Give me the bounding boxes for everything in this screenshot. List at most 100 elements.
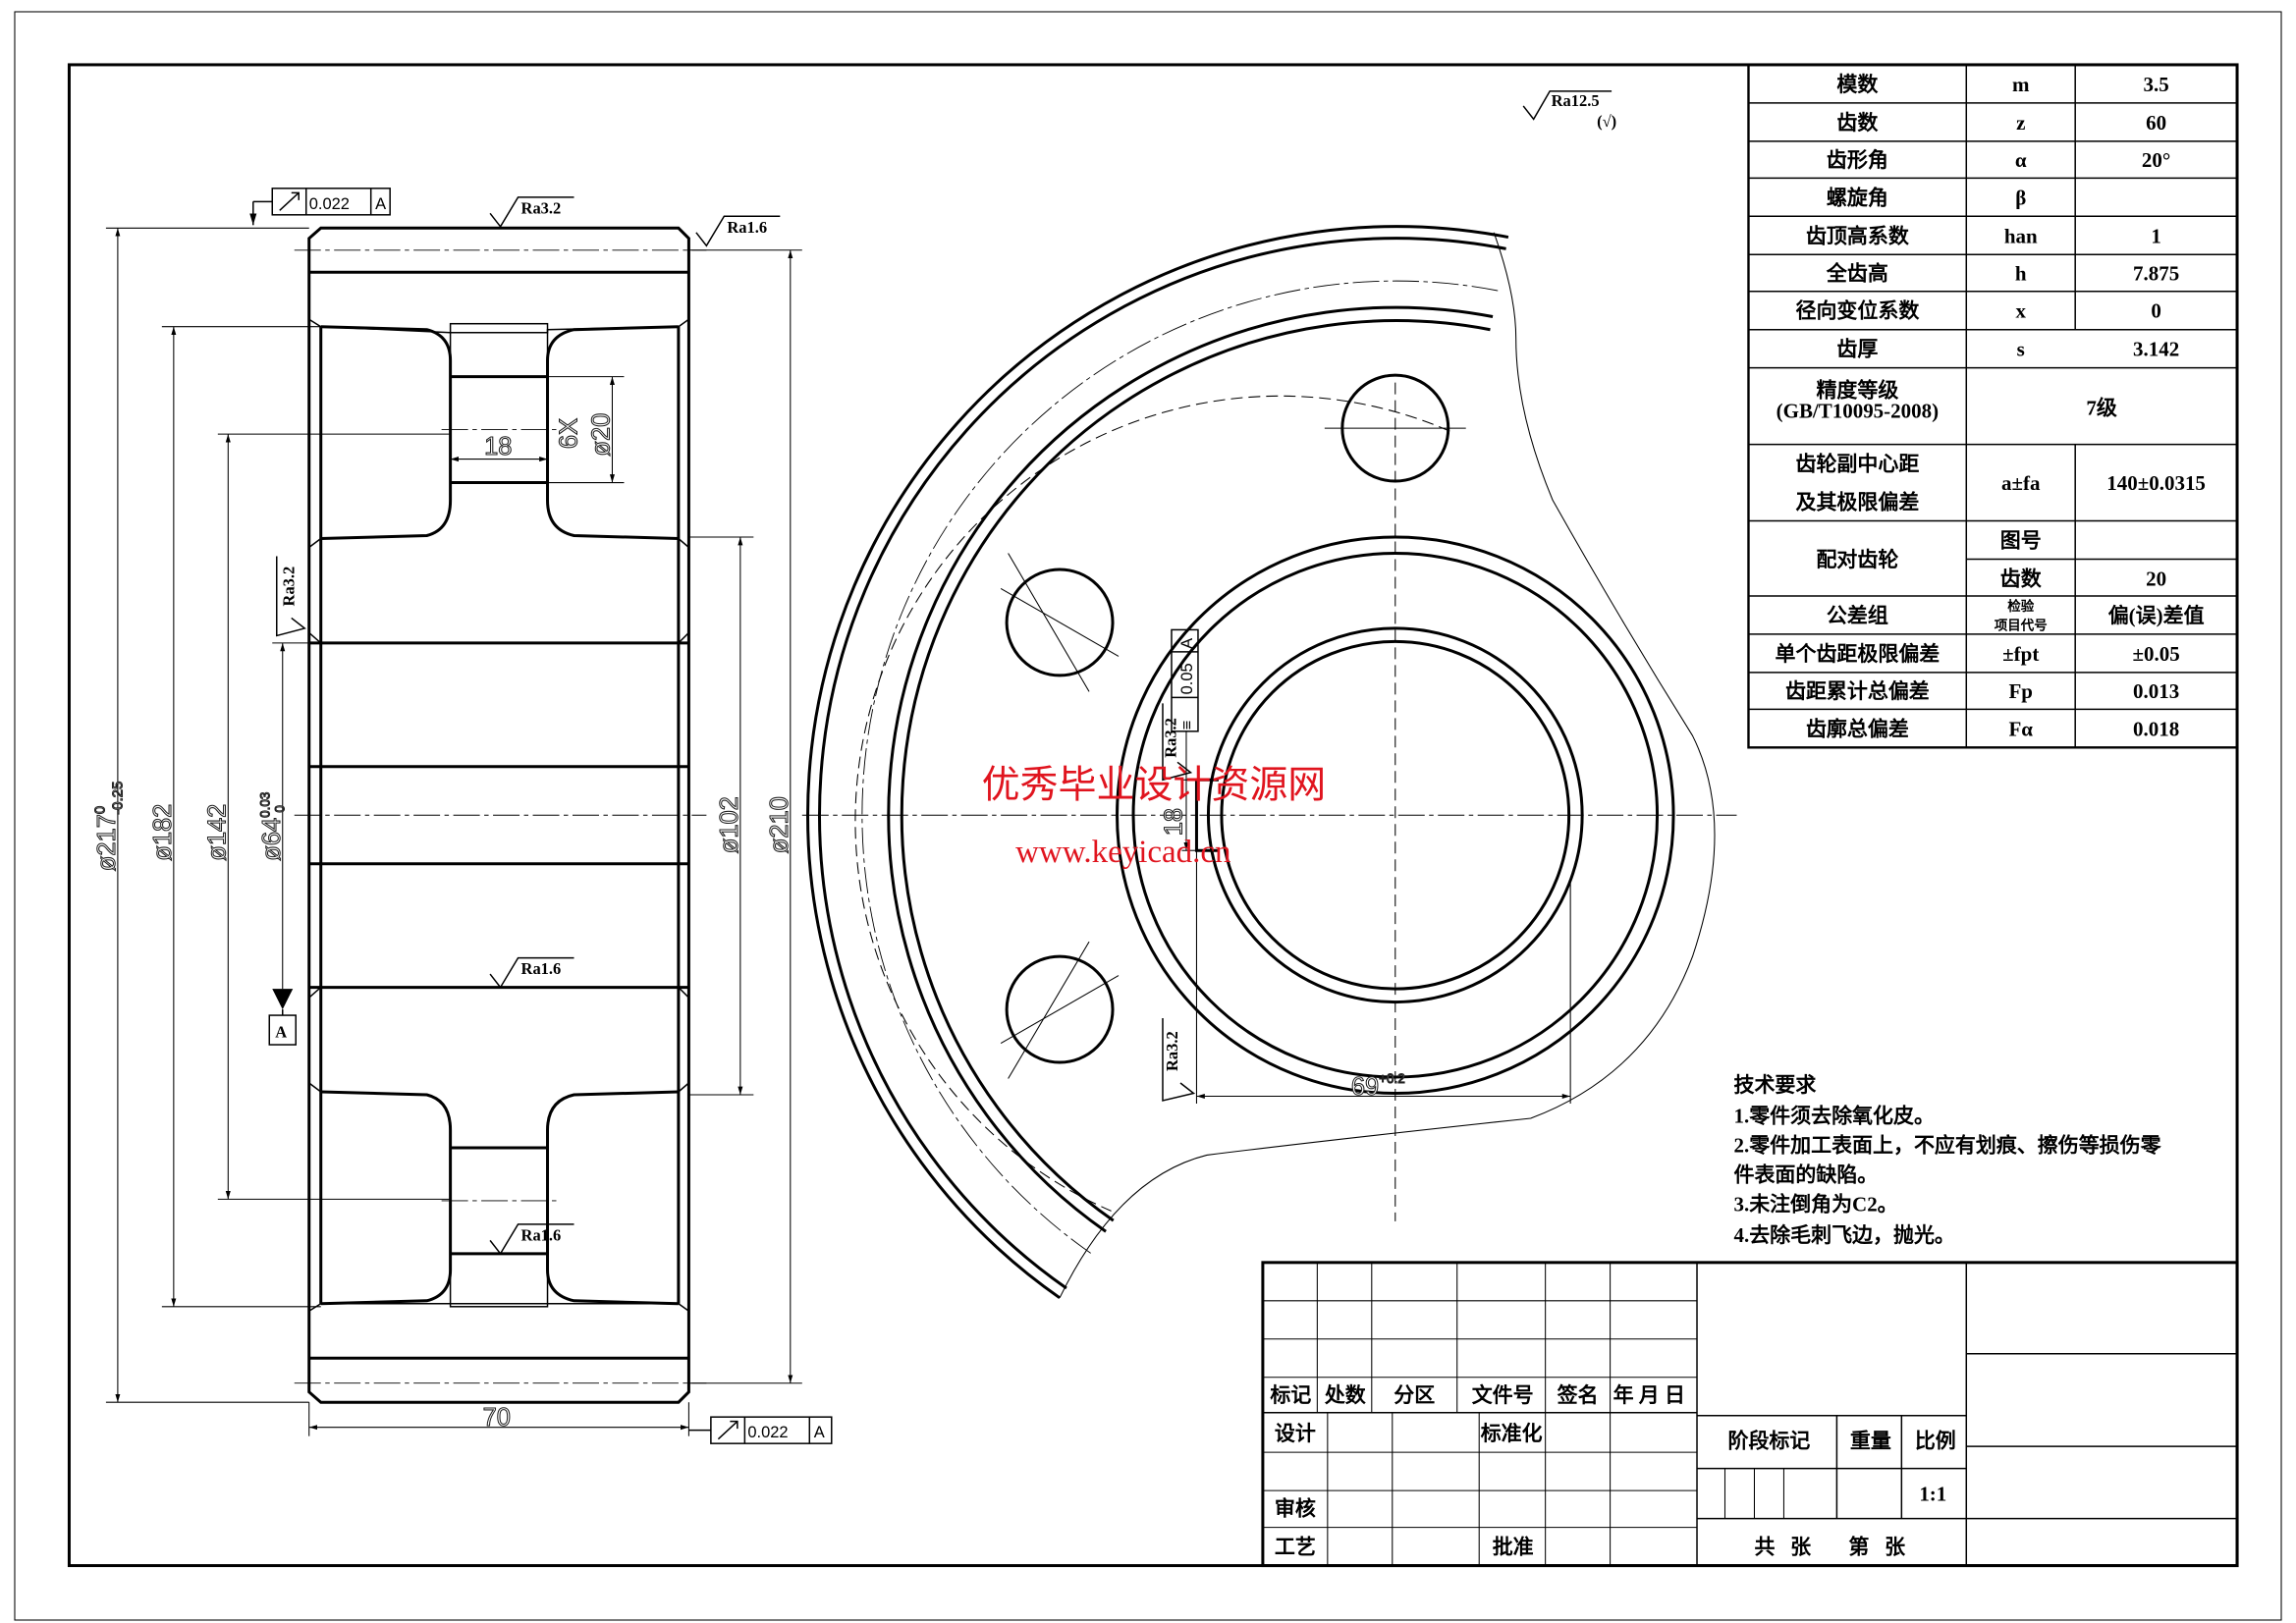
dim-d210: ø210 xyxy=(766,796,793,853)
svg-text:0.05: 0.05 xyxy=(1178,663,1196,694)
dim-d142: ø142 xyxy=(203,804,231,861)
requirement-item: 2.零件加工表面上，不应有划痕、擦伤等损伤零 xyxy=(1733,1133,2161,1157)
param-symbol: β xyxy=(2015,186,2026,209)
requirement-item: 1.零件须去除氧化皮。 xyxy=(1733,1104,1934,1127)
param-name: 齿数 xyxy=(1836,111,1879,135)
dim-hole-count: 6X xyxy=(555,418,582,449)
dim-hole-18: 18 xyxy=(484,433,512,460)
total-sheets: 共 张 xyxy=(1754,1536,1812,1559)
label-process: 工艺 xyxy=(1275,1536,1316,1559)
roughness-top-right: Ra1.6 xyxy=(695,215,781,247)
svg-text:Ra12.5: Ra12.5 xyxy=(1552,91,1600,110)
table-border xyxy=(1747,63,2239,749)
param-name: 齿顶高系数 xyxy=(1806,224,1910,247)
deviation-value: ±0.05 xyxy=(2133,642,2180,666)
rev-header-doc: 文件号 xyxy=(1472,1383,1534,1407)
runout-arrow-icon xyxy=(279,191,300,211)
label-approve: 批准 xyxy=(1493,1536,1534,1559)
center-distance-value: 140±0.0315 xyxy=(2106,471,2206,495)
svg-text:0.022: 0.022 xyxy=(309,195,350,213)
mating-teeth: 20 xyxy=(2146,567,2166,590)
dim-keyway-depth: 69+0.2 xyxy=(1351,1071,1405,1101)
label-scale: 比例 xyxy=(1915,1430,1956,1453)
sheet-border xyxy=(14,11,2282,1621)
dim-keyway-width: 18 xyxy=(1160,808,1187,836)
rev-header-zone: 分区 xyxy=(1394,1383,1435,1407)
label-weight: 重量 xyxy=(1850,1430,1891,1453)
accuracy-label: 精度等级 xyxy=(1816,379,1898,403)
hatch-hub-top xyxy=(307,481,690,644)
section-view: ø2170-0.25 ø182 ø142 ø640.030 ø102 ø210 … xyxy=(91,188,833,1444)
mating-teeth-label: 齿数 xyxy=(2000,567,2043,590)
mating-gear-label: 配对齿轮 xyxy=(1816,548,1898,571)
bore-circle-inner xyxy=(1220,639,1571,991)
dim-d102: ø102 xyxy=(716,796,743,853)
symmetry-frame: ≡ 0.05 A xyxy=(1171,628,1199,732)
label-stage-mark: 阶段标记 xyxy=(1727,1430,1810,1453)
hatch-web-top xyxy=(449,322,549,378)
svg-text:(√): (√) xyxy=(1597,112,1616,131)
deviation-name: 单个齿距极限偏差 xyxy=(1776,642,1941,666)
svg-text:A: A xyxy=(275,1023,287,1042)
lightening-hole xyxy=(1005,568,1115,677)
rim-arc xyxy=(818,237,1506,1290)
svg-text:Ra3.2: Ra3.2 xyxy=(521,198,562,217)
dim-width-70: 70 xyxy=(483,1404,511,1432)
roughness-keyway: Ra3.2 xyxy=(1161,703,1193,782)
center-distance-symbol: a±fa xyxy=(2001,471,2041,495)
title-block: 标记 处数 分区 文件号 签名 年 月 日 设计 标准化 审核 工艺 批准 阶段… xyxy=(1261,1261,2239,1568)
bolt-circle xyxy=(854,395,1450,1212)
rim-arc xyxy=(900,319,1491,1222)
technical-requirements: 技术要求 1.零件须去除氧化皮。 2.零件加工表面上，不应有划痕、擦伤等损伤零 … xyxy=(1733,1073,2161,1247)
runout-frame-bottom: 0.022 A xyxy=(688,1416,833,1444)
param-value: 3.142 xyxy=(2133,338,2179,361)
svg-text:Ra3.2: Ra3.2 xyxy=(280,567,299,607)
rim-arc xyxy=(806,225,1509,1300)
param-name: 螺旋角 xyxy=(1827,186,1888,209)
label-standardize: 标准化 xyxy=(1481,1422,1543,1445)
roughness-web: Ra1.6 xyxy=(489,1223,574,1256)
keyway xyxy=(1194,778,1219,852)
roughness-top: Ra3.2 xyxy=(489,196,574,229)
center-distance-label: 齿轮副中心距 xyxy=(1795,453,1919,476)
hatch-hub-bottom xyxy=(307,986,690,1149)
rev-header-mark: 标记 xyxy=(1270,1383,1311,1407)
roughness-face: Ra3.2 xyxy=(1162,1018,1196,1102)
requirement-item: 3.未注倒角为C2。 xyxy=(1733,1192,1897,1216)
svg-text:A: A xyxy=(814,1424,825,1441)
deviation-name: 齿距累计总偏差 xyxy=(1785,679,1930,703)
sheet-number: 第 张 xyxy=(1848,1536,1906,1559)
mating-drawing-no-label: 图号 xyxy=(2000,528,2042,552)
param-name: 径向变位系数 xyxy=(1795,299,1920,323)
deviation-name: 齿廓总偏差 xyxy=(1806,717,1909,740)
deviation-symbol: Fp xyxy=(2008,679,2032,703)
roughness-left: Ra3.2 xyxy=(276,556,306,637)
svg-text:Ra1.6: Ra1.6 xyxy=(521,959,562,978)
param-value: 3.5 xyxy=(2144,73,2169,96)
datum-a-symbol: A xyxy=(268,989,297,1046)
rim-arc xyxy=(861,280,1499,1254)
hatch-rim-bottom xyxy=(307,1303,690,1359)
param-value: 0 xyxy=(2151,299,2160,323)
svg-text:A: A xyxy=(1178,638,1196,649)
rev-header-date: 年 月 日 xyxy=(1613,1383,1685,1407)
watermark-url: www.keyicad.cn xyxy=(1015,835,1230,870)
runout-arrow-icon xyxy=(717,1420,738,1440)
hatch-web-bottom xyxy=(449,1253,549,1308)
dimension-lines xyxy=(105,227,802,1436)
svg-text:Ra1.6: Ra1.6 xyxy=(727,218,767,237)
drawing-frame xyxy=(67,63,2239,1568)
requirement-item: 4.去除毛刺飞边，抛光。 xyxy=(1733,1223,1954,1247)
roughness-bore: Ra1.6 xyxy=(489,956,574,989)
break-line xyxy=(1059,232,1716,1299)
dim-d217: ø2170-0.25 xyxy=(91,782,126,872)
svg-text:Ra1.6: Ra1.6 xyxy=(521,1225,562,1244)
scale-value: 1:1 xyxy=(1919,1483,1946,1506)
accuracy-standard: (GB/T10095-2008) xyxy=(1777,400,1939,423)
param-value: 20° xyxy=(2142,148,2170,172)
deviation-symbol: ±fpt xyxy=(2002,642,2039,666)
hub-circle-outer xyxy=(1116,535,1675,1095)
symmetry-icon: ≡ xyxy=(1178,721,1196,730)
lightening-hole xyxy=(1005,954,1115,1064)
